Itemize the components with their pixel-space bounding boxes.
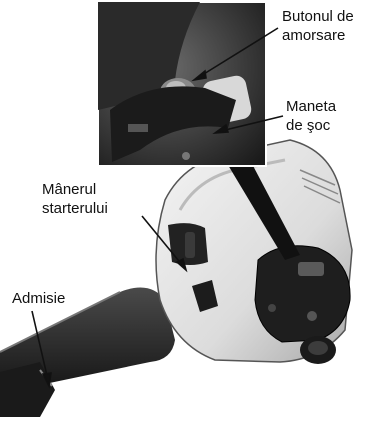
air-intake-label: Admisie bbox=[12, 290, 65, 308]
starter-handle-label-line2: starterului bbox=[42, 200, 108, 218]
starter-handle-label-line1: Mânerul bbox=[42, 181, 96, 199]
choke-lever-label-line1: Maneta bbox=[286, 98, 336, 116]
primer-button-label-line2: amorsare bbox=[282, 27, 345, 45]
choke-lever-label-line2: de şoc bbox=[286, 117, 330, 135]
primer-button-label-line1: Butonul de bbox=[282, 8, 354, 26]
primer-choke-inset-photo bbox=[98, 2, 266, 166]
